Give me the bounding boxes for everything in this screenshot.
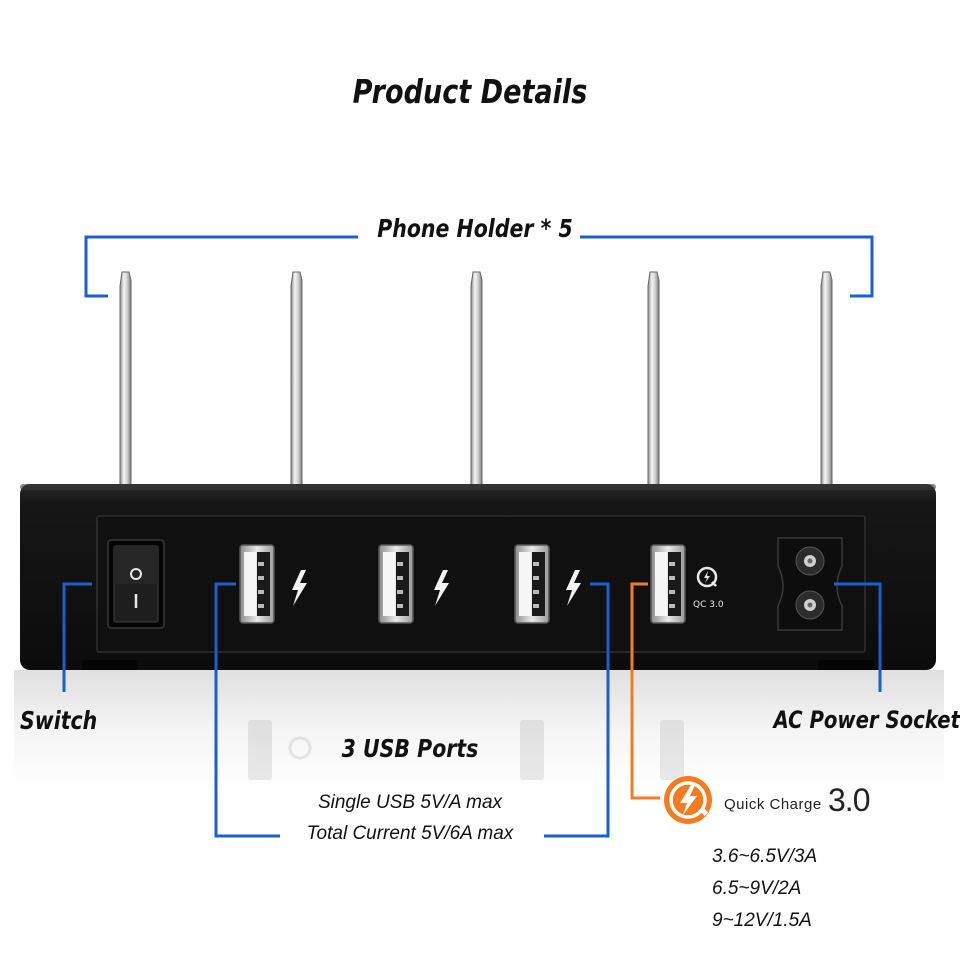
phone-holder-callout [84, 235, 874, 298]
page-title: Product Details [352, 72, 588, 111]
usb-port-2[interactable] [378, 544, 414, 624]
usb-port-1[interactable] [239, 544, 275, 624]
qc-spec-line: 3.6~6.5V/3A [712, 846, 818, 867]
switch-callout [62, 582, 92, 692]
usb-single-spec: Single USB 5V/A max [317, 792, 503, 813]
power-socket-icon[interactable] [777, 537, 843, 631]
floor-reflection [14, 670, 944, 790]
switch-label: Switch [20, 706, 98, 735]
quick-charge-word: Quick Charge [724, 796, 822, 813]
quick-charge-icon [664, 776, 712, 824]
ac-socket-label: AC Power Socket [773, 706, 960, 734]
ac-socket-callout [834, 582, 882, 692]
lightning-icon [566, 570, 581, 606]
quick-charge-callout [630, 582, 660, 800]
lightning-icon [434, 570, 449, 606]
usb-port-qc[interactable] [650, 544, 686, 624]
power-switch-icon[interactable] [107, 539, 165, 629]
reflection-ghost [248, 720, 684, 780]
lightning-icon [292, 570, 307, 606]
usb-total-spec: Total Current 5V/6A max [306, 823, 514, 844]
qc-spec-line: 6.5~9V/2A [712, 878, 802, 899]
usb-ports-callout [214, 582, 610, 838]
qc-port-badge: QC 3.0 [693, 600, 724, 610]
phone-holder-label: Phone Holder * 5 [377, 214, 573, 243]
phone-holder-rods [119, 271, 833, 491]
quick-charge-version: 3.0 [828, 782, 870, 818]
usb-port-3[interactable] [514, 544, 550, 624]
quick-charge-port-icon [696, 566, 718, 588]
qc-spec-line: 9~12V/1.5A [712, 910, 812, 931]
usb-ports-label: 3 USB Ports [341, 734, 479, 763]
